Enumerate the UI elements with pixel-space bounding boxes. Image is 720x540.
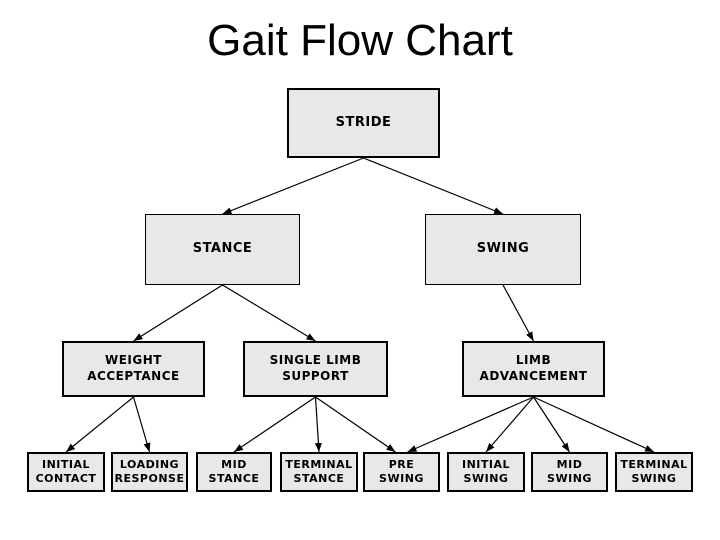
node-stride: STRIDE: [287, 88, 440, 158]
node-label: LOADING RESPONSE: [114, 457, 185, 485]
node-stance: STANCE: [145, 214, 300, 285]
node-label: STANCE: [192, 241, 253, 257]
node-label: STRIDE: [335, 114, 392, 130]
edge-stance-to-weight-acceptance: [133, 284, 223, 342]
node-weight-acceptance: WEIGHT ACCEPTANCE: [62, 341, 205, 397]
node-label: INITIAL SWING: [461, 457, 510, 485]
node-terminal-stance: TERMINAL STANCE: [280, 452, 358, 492]
node-label: MID STANCE: [208, 457, 260, 485]
node-label: MID SWING: [547, 457, 592, 485]
node-single-limb-support: SINGLE LIMB SUPPORT: [243, 341, 388, 397]
node-pre-swing: PRE SWING: [363, 452, 440, 492]
edge-weight-acceptance-to-loading-response: [132, 396, 151, 453]
node-label: SINGLE LIMB SUPPORT: [269, 353, 362, 383]
edge-stride-to-stance: [222, 157, 364, 215]
node-loading-response: LOADING RESPONSE: [111, 452, 188, 492]
node-mid-stance: MID STANCE: [196, 452, 272, 492]
node-label: TERMINAL STANCE: [285, 457, 353, 485]
node-label: LIMB ADVANCEMENT: [479, 353, 588, 383]
edge-single-limb-support-to-pre-swing: [315, 396, 396, 453]
page-title: Gait Flow Chart: [207, 16, 513, 65]
node-mid-swing: MID SWING: [531, 452, 608, 492]
node-initial-contact: INITIAL CONTACT: [27, 452, 105, 492]
edge-single-limb-support-to-terminal-stance: [314, 396, 322, 453]
node-label: TERMINAL SWING: [620, 457, 688, 485]
node-initial-swing: INITIAL SWING: [447, 452, 525, 492]
edge-limb-advancement-to-terminal-swing: [533, 396, 655, 453]
edge-limb-advancement-to-initial-swing: [485, 396, 534, 453]
node-label: SWING: [476, 241, 530, 257]
node-label: PRE SWING: [379, 457, 424, 485]
edge-stance-to-single-limb-support: [222, 284, 316, 342]
edge-limb-advancement-to-pre-swing: [407, 396, 534, 453]
node-terminal-swing: TERMINAL SWING: [615, 452, 693, 492]
node-label: WEIGHT ACCEPTANCE: [87, 353, 180, 383]
edge-stride-to-swing: [363, 157, 504, 215]
edge-limb-advancement-to-mid-swing: [532, 396, 571, 453]
edge-weight-acceptance-to-initial-contact: [65, 396, 134, 453]
node-label: INITIAL CONTACT: [35, 457, 97, 485]
node-limb-advancement: LIMB ADVANCEMENT: [462, 341, 605, 397]
edge-swing-to-limb-advancement: [502, 284, 535, 342]
node-swing: SWING: [425, 214, 581, 285]
edge-single-limb-support-to-mid-stance: [233, 396, 316, 453]
